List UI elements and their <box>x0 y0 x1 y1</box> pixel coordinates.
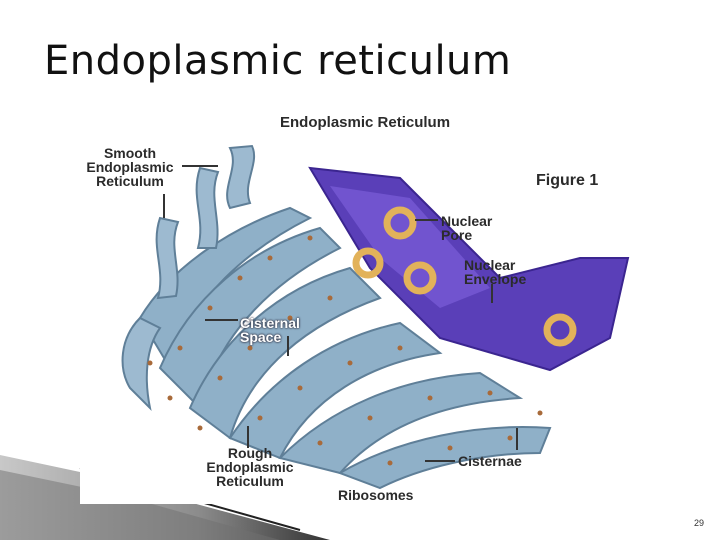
label-ribosomes: Ribosomes <box>338 488 413 502</box>
label-cisternae: Cisternae <box>458 454 522 468</box>
er-diagram: Endoplasmic Reticulum Figure 1 Smooth En… <box>80 108 640 504</box>
slide-title: Endoplasmic reticulum <box>44 38 511 84</box>
figure-heading: Endoplasmic Reticulum <box>280 116 450 130</box>
label-cisternal-space: Cisternal Space <box>240 316 300 344</box>
label-rough-er: Rough Endoplasmic Reticulum <box>198 446 302 488</box>
label-nuclear-pore: Nuclear Pore <box>441 214 492 242</box>
page-number: 29 <box>694 518 704 528</box>
label-smooth-er: Smooth Endoplasmic Reticulum <box>80 146 180 188</box>
label-nuclear-envelope: Nuclear Envelope <box>464 258 526 286</box>
figure-number-label: Figure 1 <box>536 174 598 188</box>
